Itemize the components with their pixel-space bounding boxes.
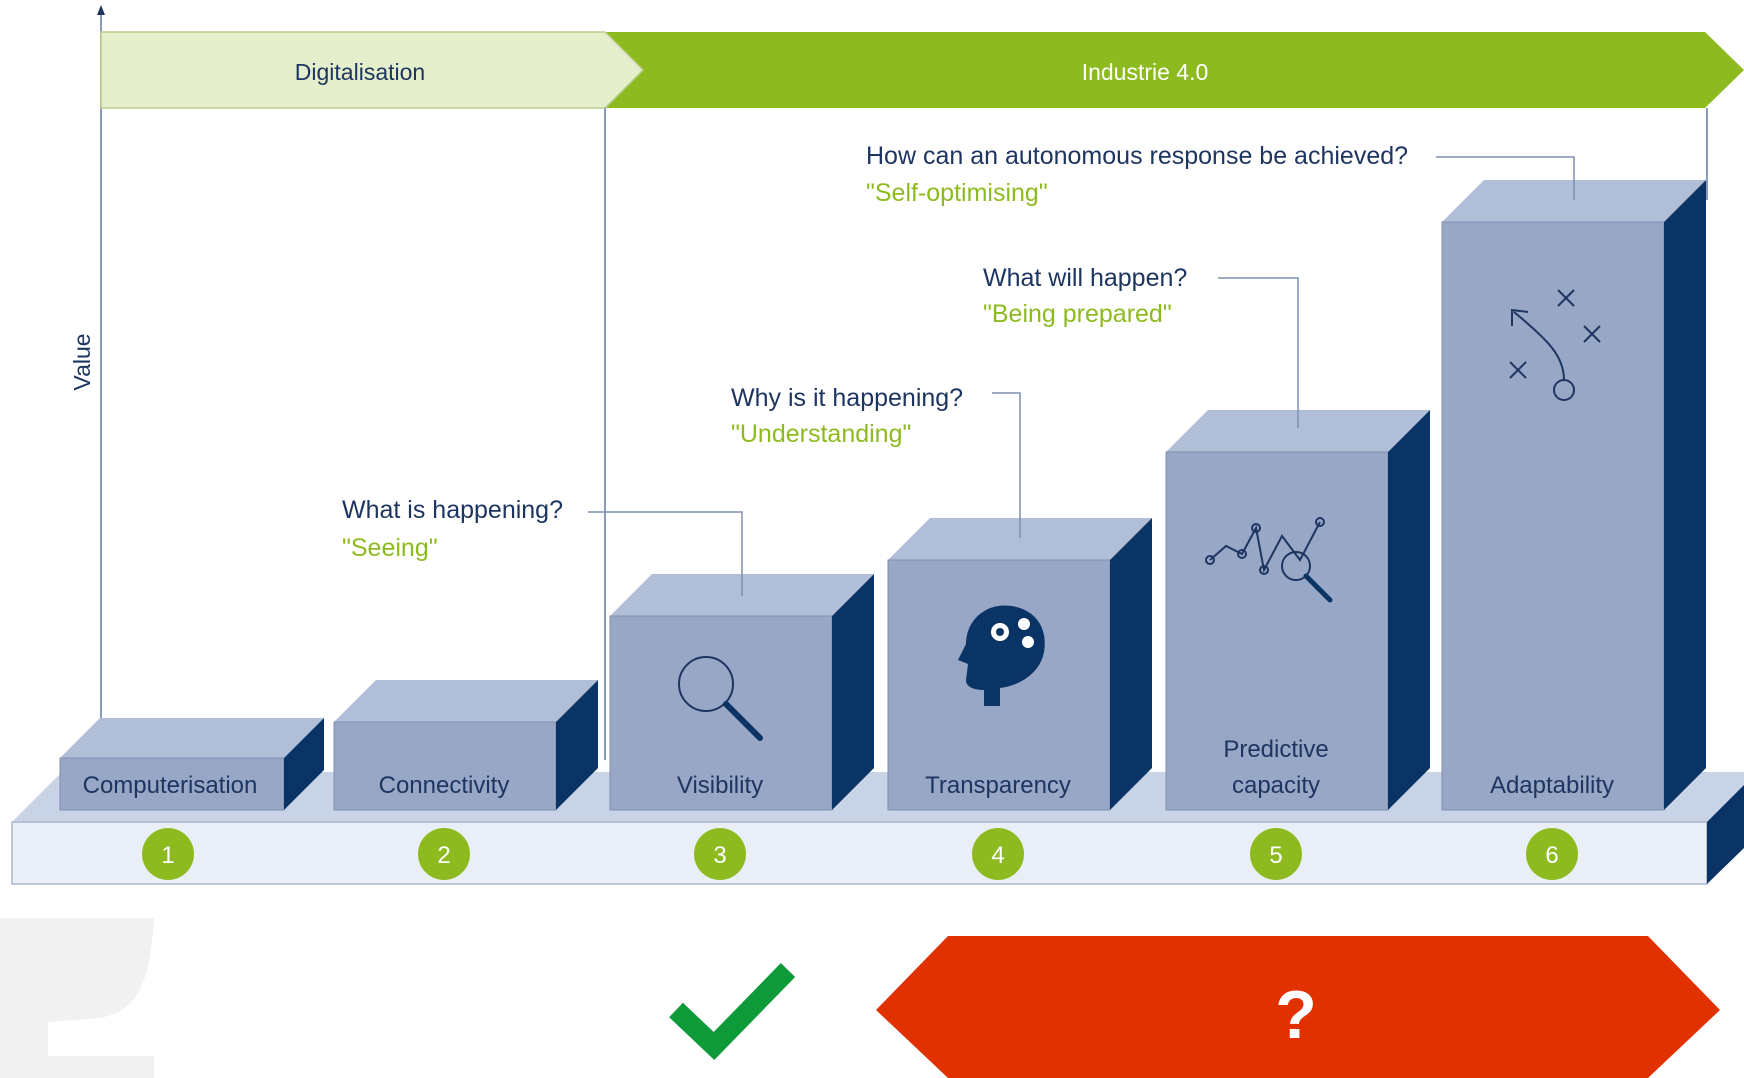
callout-line-stage-5 <box>1218 277 1299 428</box>
stage-6-answer: "Self-optimising" <box>866 179 1048 207</box>
stage-6-box: Adaptability <box>1441 180 1706 811</box>
phase-digitalisation-label: Digitalisation <box>295 59 425 85</box>
stage-5-box: Predictive capacity <box>1165 410 1430 811</box>
callout-line-stage-3 <box>588 511 743 596</box>
stage-number-badge-3: 3 <box>694 828 746 880</box>
stage-number-badge-1: 1 <box>142 828 194 880</box>
platform-front <box>11 821 1708 885</box>
stage-number-badge-2: 2 <box>418 828 470 880</box>
stage-4-answer: "Understanding" <box>731 420 911 448</box>
stage-4-label: Transparency <box>925 772 1071 799</box>
phase-industrie-banner <box>606 32 1744 108</box>
stage-1-box: Computerisation <box>59 718 324 811</box>
stage-6-question: How can an autonomous response be achiev… <box>866 142 1408 170</box>
strategy-play-icon <box>1509 289 1601 401</box>
y-axis-label: Value <box>69 333 95 390</box>
stage-2-number: 2 <box>437 842 450 869</box>
callout-line-stage-6 <box>1436 156 1575 200</box>
head-gears-icon <box>958 605 1045 706</box>
check-icon <box>669 963 796 1061</box>
stage-3-label: Visibility <box>677 772 763 799</box>
stage-4-number: 4 <box>991 842 1004 869</box>
stage-4-question: Why is it happening? <box>731 384 963 412</box>
stage-5-answer: "Being prepared" <box>983 300 1172 328</box>
magnifier-icon <box>678 656 763 741</box>
phase-digitalisation-banner <box>100 31 645 109</box>
question-banner <box>876 936 1720 1078</box>
stage-5-label-line2: capacity <box>1232 772 1320 799</box>
platform-side <box>1707 785 1744 884</box>
decorative-grey-shape <box>0 918 154 1078</box>
stage-1-number: 1 <box>161 842 174 869</box>
stage-number-badge-6: 6 <box>1526 828 1578 880</box>
stage-number-badge-4: 4 <box>972 828 1024 880</box>
stage-3-answer: "Seeing" <box>342 534 438 562</box>
stage-1-label: Computerisation <box>83 772 258 799</box>
stage-2-label: Connectivity <box>379 772 510 799</box>
callout-line-stage-4 <box>992 392 1021 538</box>
y-axis-arrow <box>97 5 105 15</box>
question-mark: ? <box>1275 977 1317 1053</box>
stage-5-number: 5 <box>1269 842 1282 869</box>
analytics-graph-icon <box>1205 517 1333 603</box>
stage-5-label-line1: Predictive <box>1223 736 1328 763</box>
stage-2-box: Connectivity <box>333 680 598 811</box>
stage-number-badge-5: 5 <box>1250 828 1302 880</box>
stage-6-number: 6 <box>1545 842 1558 869</box>
stage-3-number: 3 <box>713 842 726 869</box>
stage-6-label: Adaptability <box>1490 772 1614 799</box>
stage-5-question: What will happen? <box>983 264 1187 292</box>
stage-3-question: What is happening? <box>342 496 563 524</box>
stage-3-box: Visibility <box>609 574 874 811</box>
phase-industrie-label: Industrie 4.0 <box>1082 59 1209 85</box>
